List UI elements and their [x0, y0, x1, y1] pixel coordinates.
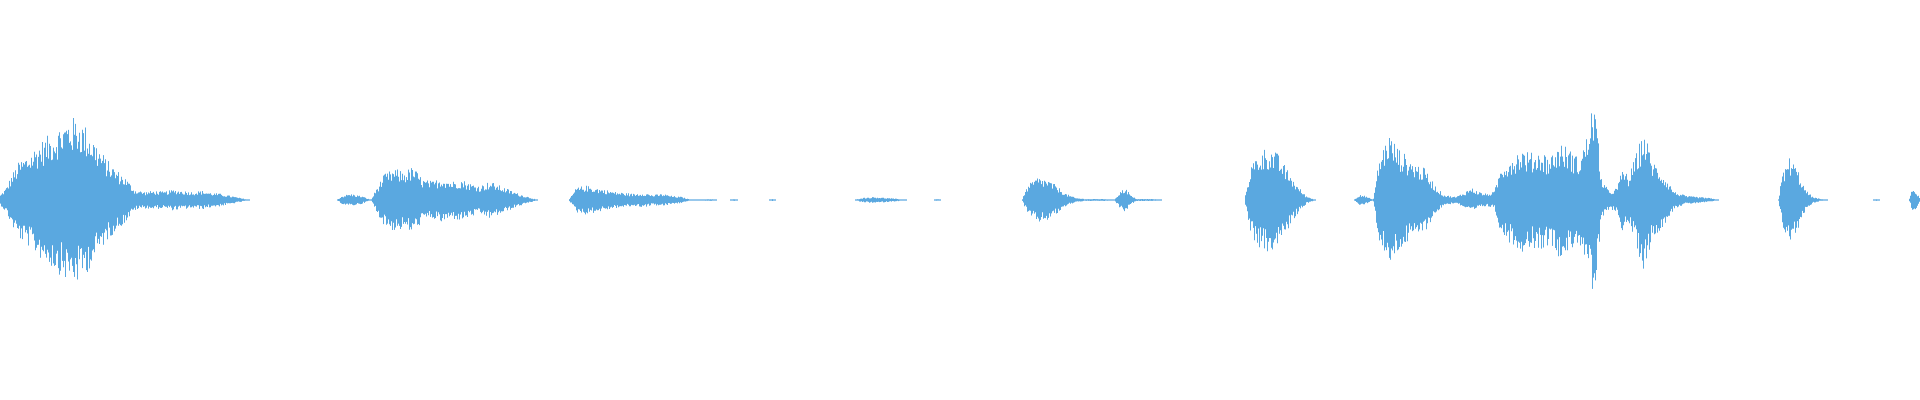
waveform-samples-layer [0, 113, 1920, 289]
waveform-samples [0, 113, 1920, 289]
